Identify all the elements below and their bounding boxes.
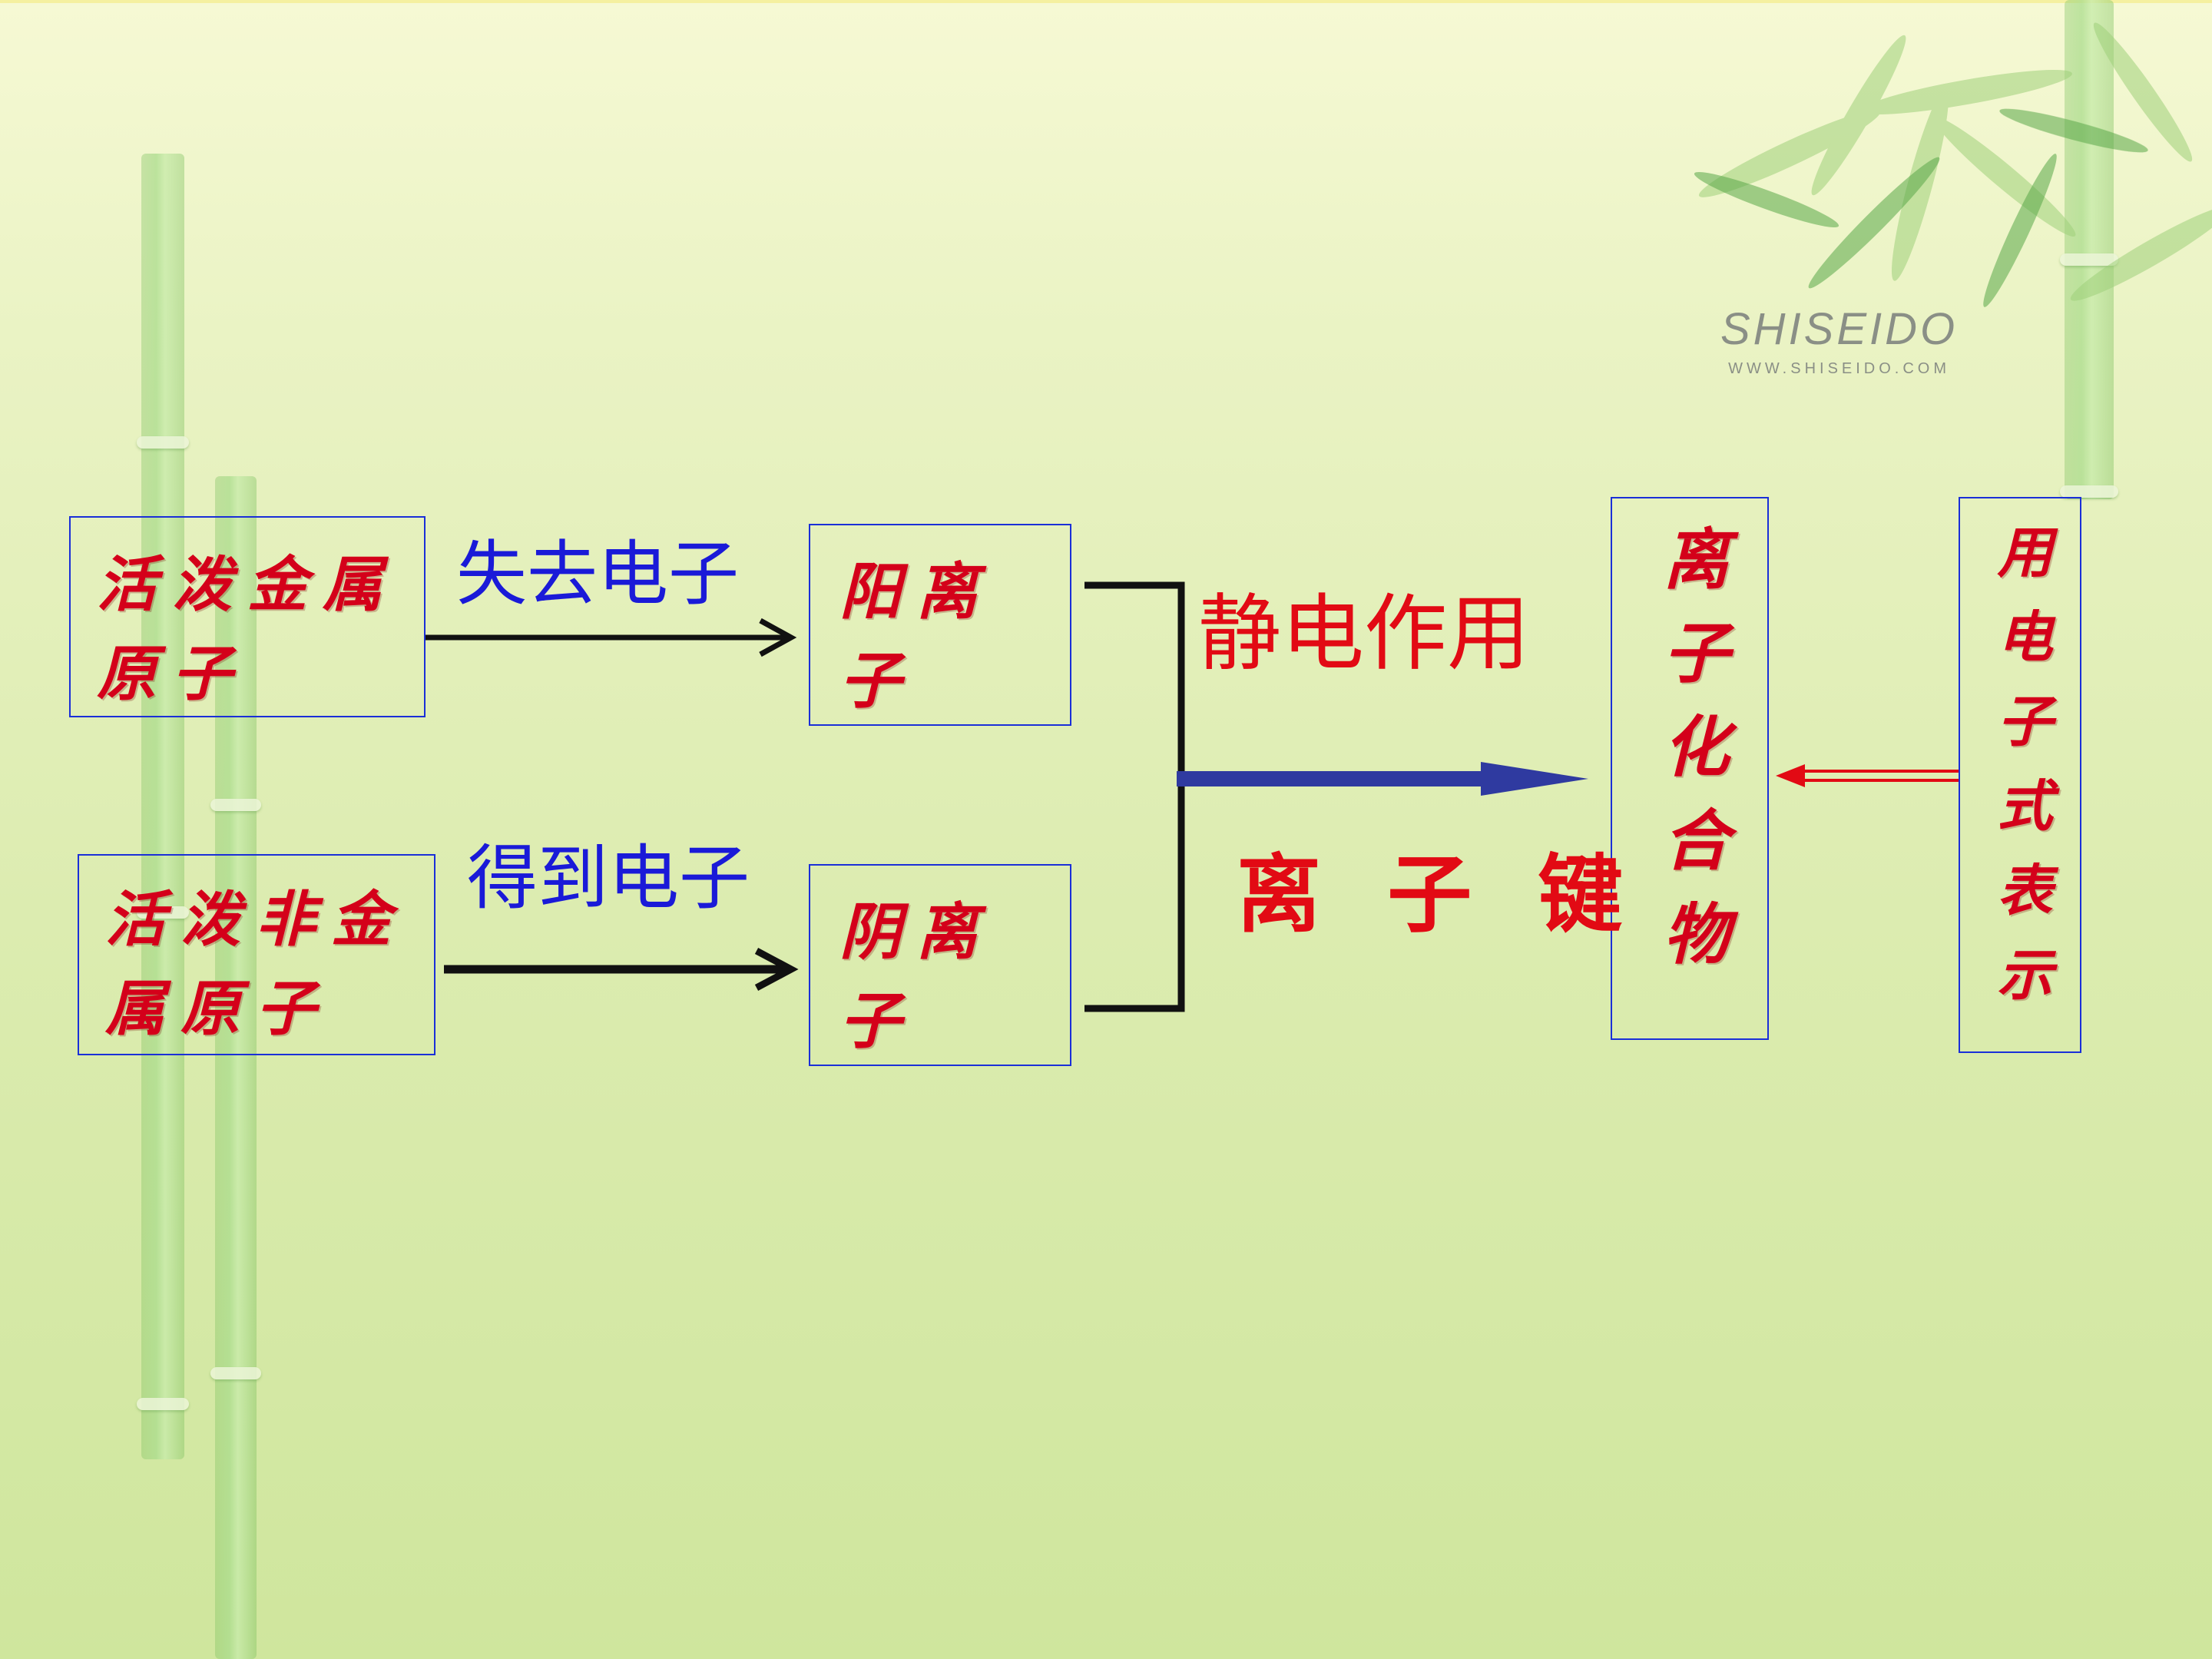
anion-box: 阴离子 [809,864,1071,1066]
big-arrow-head [1481,762,1588,796]
nonmetal-atom-box: 活泼非金属原子 [78,854,435,1055]
metal-atom-label: 活泼金属原子 [97,550,399,709]
bamboo-node [210,1367,261,1379]
ionic-compound-box: 离子化合物 [1611,497,1769,1040]
cation-label: 阳离子 [839,555,993,717]
electron-formula-box: 用电子式表示 [1959,497,2081,1053]
bamboo-stalk-left-2 [215,476,257,1659]
bamboo-stalk-left-1 [141,154,184,1459]
bamboo-node [137,906,189,919]
shiseido-logo: SHISEIDO WWW.SHISEIDO.COM [1720,304,1959,377]
nonmetal-atom-label: 活泼非金属原子 [105,885,407,1044]
metal-atom-box: 活泼金属原子 [69,516,426,717]
big-arrow-shaft [1177,771,1484,786]
arrowhead-gain-electrons [754,948,799,991]
lose-electrons-label: 失去电子 [456,533,740,615]
anion-label: 阴离子 [839,896,993,1057]
bamboo-node [137,436,189,449]
bamboo-node [137,1398,189,1410]
logo-brand: SHISEIDO [1720,304,1959,354]
gain-electrons-label: 得到电子 [467,837,750,919]
ionic-compound-label: 离子化合物 [1651,525,1729,993]
logo-url: WWW.SHISEIDO.COM [1728,360,1951,377]
electron-formula-label: 用电子式表示 [1988,523,2053,1030]
red-arrow-head [1776,764,1805,787]
bracket-connector [1084,581,1185,1012]
cation-box: 阳离子 [809,524,1071,726]
arrowhead-lose-electrons [759,618,797,657]
bamboo-node [2060,485,2118,498]
bamboo-node [210,799,261,811]
electrostatic-label: 静电作用 [1198,586,1531,682]
ionic-bond-label: 离 子 键 [1237,846,1641,944]
